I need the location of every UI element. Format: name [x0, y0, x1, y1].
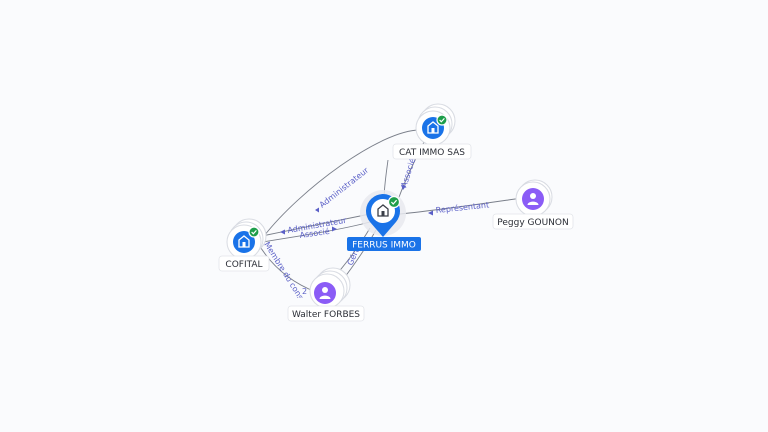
node-peggy[interactable]: Peggy GOUNON [492, 179, 574, 230]
verified-badge-icon [248, 226, 260, 238]
arrow-icon [315, 207, 319, 213]
node-label: CAT IMMO SAS [399, 148, 465, 158]
arrow-icon [332, 226, 337, 232]
node-cat-immo[interactable]: CAT IMMO SAS [392, 103, 472, 160]
node-cofital[interactable]: COFITAL [218, 218, 270, 272]
arrow-icon [401, 185, 406, 190]
verified-badge-icon [387, 195, 401, 209]
edge-cofital-ferrus-assoc[interactable] [261, 221, 371, 243]
node-label: Walter FORBES [292, 310, 360, 320]
edge-label-cat-ferrus: Associé [398, 157, 417, 189]
arrow-icon [280, 229, 285, 235]
building-icon [377, 204, 389, 217]
edge-cofital-cat[interactable] [263, 129, 421, 237]
arrow-icon [428, 210, 433, 216]
edge-count-walter-cofital: 2 [302, 287, 307, 296]
building-icon [427, 121, 439, 134]
node-walter[interactable]: Walter FORBES [287, 267, 365, 322]
building-icon [238, 235, 250, 248]
node-ferrus[interactable]: FERRUS IMMO [347, 190, 421, 251]
edge-labels: Administrateur Associé Administrateur As… [262, 157, 489, 298]
person-icon [527, 193, 539, 205]
node-label: COFITAL [225, 260, 262, 270]
edge-cofital-ferrus-admin[interactable] [261, 213, 371, 237]
verified-badge-icon [436, 114, 448, 126]
node-label: Peggy GOUNON [497, 218, 568, 228]
person-icon [319, 287, 331, 299]
node-label: FERRUS IMMO [352, 241, 416, 251]
edge-peggy-ferrus[interactable] [399, 197, 523, 215]
edge-label-peggy-ferrus: Représentant [435, 199, 489, 215]
edge-label-cofital-ferrus-assoc: Associé [299, 226, 330, 240]
